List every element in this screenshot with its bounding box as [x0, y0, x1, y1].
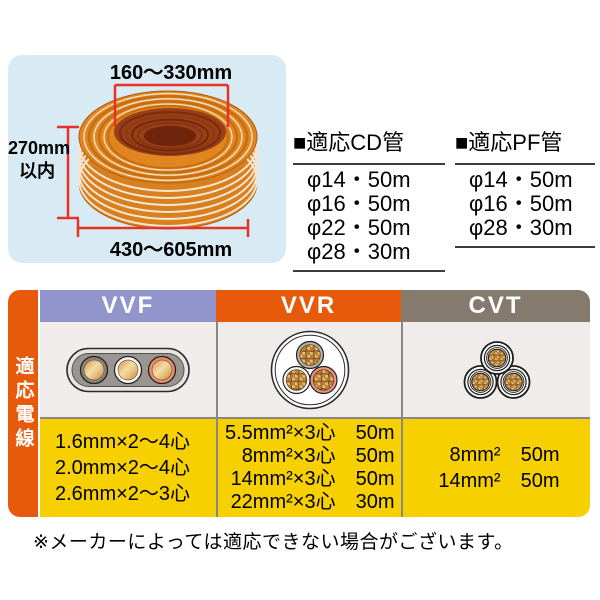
row-label-text: 適応電線: [12, 355, 34, 452]
pipe-size-item: φ22・50m: [307, 215, 411, 240]
cvt-cable-cross-section-icon: [463, 340, 530, 399]
vvf-cross-section-cell: [40, 322, 216, 417]
vvr-cross-section-cell: [216, 322, 401, 417]
pf-pipe-title: ■適応PF管: [455, 123, 595, 165]
outer-diameter-label: 430〜605mm: [109, 239, 233, 261]
vvf-specs: 1.6mm×2〜4心 2.0mm×2〜4心 2.6mm×2〜3心: [40, 417, 216, 517]
pipe-size-item: φ28・30m: [307, 239, 411, 264]
vvr-header: VVR: [216, 290, 401, 322]
cvt-specs: 8mm² 50m 14mm² 50m: [401, 417, 590, 517]
cvt-spec-line: 8mm² 50m: [449, 444, 560, 466]
coil-height-label: 270mm 以内: [8, 137, 71, 183]
vvf-cable-cross-section-icon: [66, 347, 190, 392]
wire-column-vvf: VVF: [40, 290, 216, 517]
pipe-size-item: φ16・50m: [307, 191, 411, 216]
pipe-size-item: φ16・50m: [469, 191, 573, 216]
cvt-cross-section-cell: [401, 322, 590, 417]
coil-dimensions-panel: 160〜330mm 270mm 以内 430〜605mm: [8, 55, 286, 263]
cvt-header: CVT: [401, 290, 590, 322]
dimension-lines: [57, 83, 250, 237]
vvf-spec-line: 2.0mm×2〜4心: [55, 457, 191, 479]
pipe-size-item: φ14・50m: [469, 167, 573, 192]
coil-height-value: 270mm: [8, 138, 71, 158]
wire-table-row-label: 適応電線: [8, 290, 38, 517]
footnote: ※メーカーによっては適応できない場合がございます。: [33, 532, 514, 553]
pipe-size-item: φ28・30m: [469, 215, 573, 240]
wire-column-vvr: VVR: [216, 290, 401, 517]
vvr-spec-line: 8mm²×3心 50m: [241, 445, 395, 467]
vvf-spec-line: 2.6mm×2〜3心: [55, 483, 191, 505]
vvf-spec-line: 1.6mm×2〜4心: [55, 431, 191, 453]
wire-column-cvt: CVT: [401, 290, 590, 517]
pipe-size-item: φ14・50m: [307, 167, 411, 192]
vvr-spec-line: 5.5mm²×3心 50m: [225, 422, 395, 444]
vvr-spec-line: 22mm²×3心 30m: [230, 491, 395, 513]
vvf-header: VVF: [40, 290, 216, 322]
vvr-cable-cross-section-icon: [270, 330, 349, 409]
cd-pipe-title: ■適応CD管: [293, 123, 445, 165]
cable-coil-illustration: [57, 83, 258, 237]
vvr-spec-line: 14mm²×3心 50m: [230, 468, 395, 490]
compatible-wire-table: 適応電線 VVF: [8, 290, 592, 517]
inner-diameter-label: 160〜330mm: [109, 62, 233, 84]
cvt-spec-line: 14mm² 50m: [438, 470, 560, 492]
coil-height-note: 以内: [19, 161, 55, 181]
